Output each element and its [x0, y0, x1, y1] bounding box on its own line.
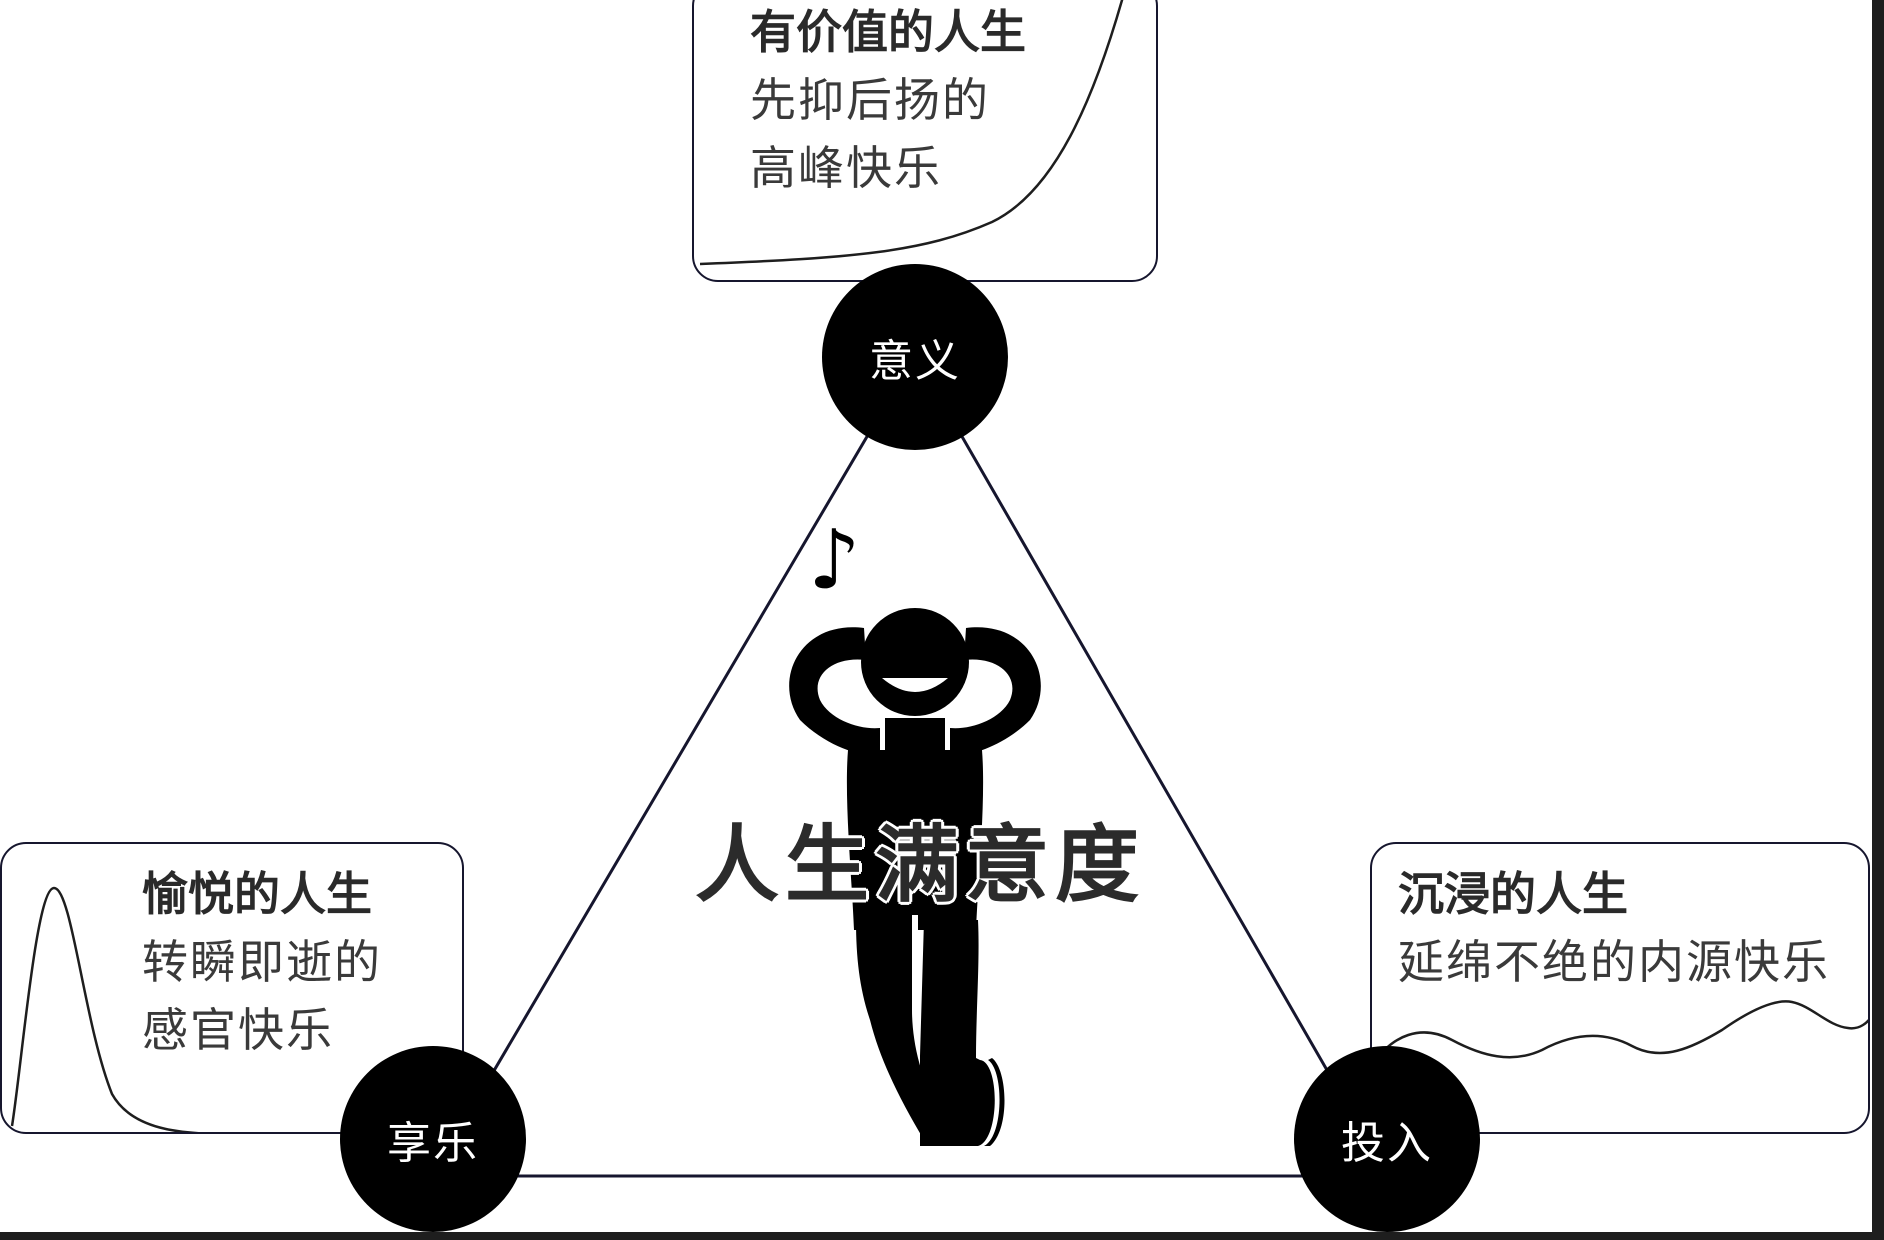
frame-border-right	[1872, 0, 1884, 1240]
card-engagement-line-1: 延绵不绝的内源快乐	[1398, 935, 1830, 989]
center-title: 人生满意度	[694, 816, 1145, 914]
rising-curve-icon	[699, 0, 1124, 266]
node-meaning: 意义	[822, 264, 1008, 450]
card-engagement: 沉浸的人生 延绵不绝的内源快乐	[1370, 842, 1870, 1134]
music-note-icon: ♪	[808, 513, 861, 608]
wave-curve-icon	[1372, 1000, 1868, 1067]
spike-curve-icon	[10, 886, 199, 1132]
card-meaning-line-2: 高峰快乐	[750, 141, 942, 195]
node-engagement: 投入	[1294, 1046, 1480, 1232]
card-meaning-line-1: 先抑后扬的	[750, 73, 990, 127]
card-pleasure-title: 愉悦的人生	[142, 867, 372, 921]
card-pleasure-line-1: 转瞬即逝的	[142, 935, 382, 989]
card-meaning: 有价值的人生 先抑后扬的 高峰快乐	[692, 0, 1158, 282]
card-meaning-title: 有价值的人生	[750, 5, 1026, 59]
node-pleasure: 享乐	[340, 1046, 526, 1232]
card-engagement-title: 沉浸的人生	[1398, 867, 1628, 921]
frame-border-bottom	[0, 1232, 1884, 1240]
card-pleasure-line-2: 感官快乐	[142, 1003, 334, 1057]
